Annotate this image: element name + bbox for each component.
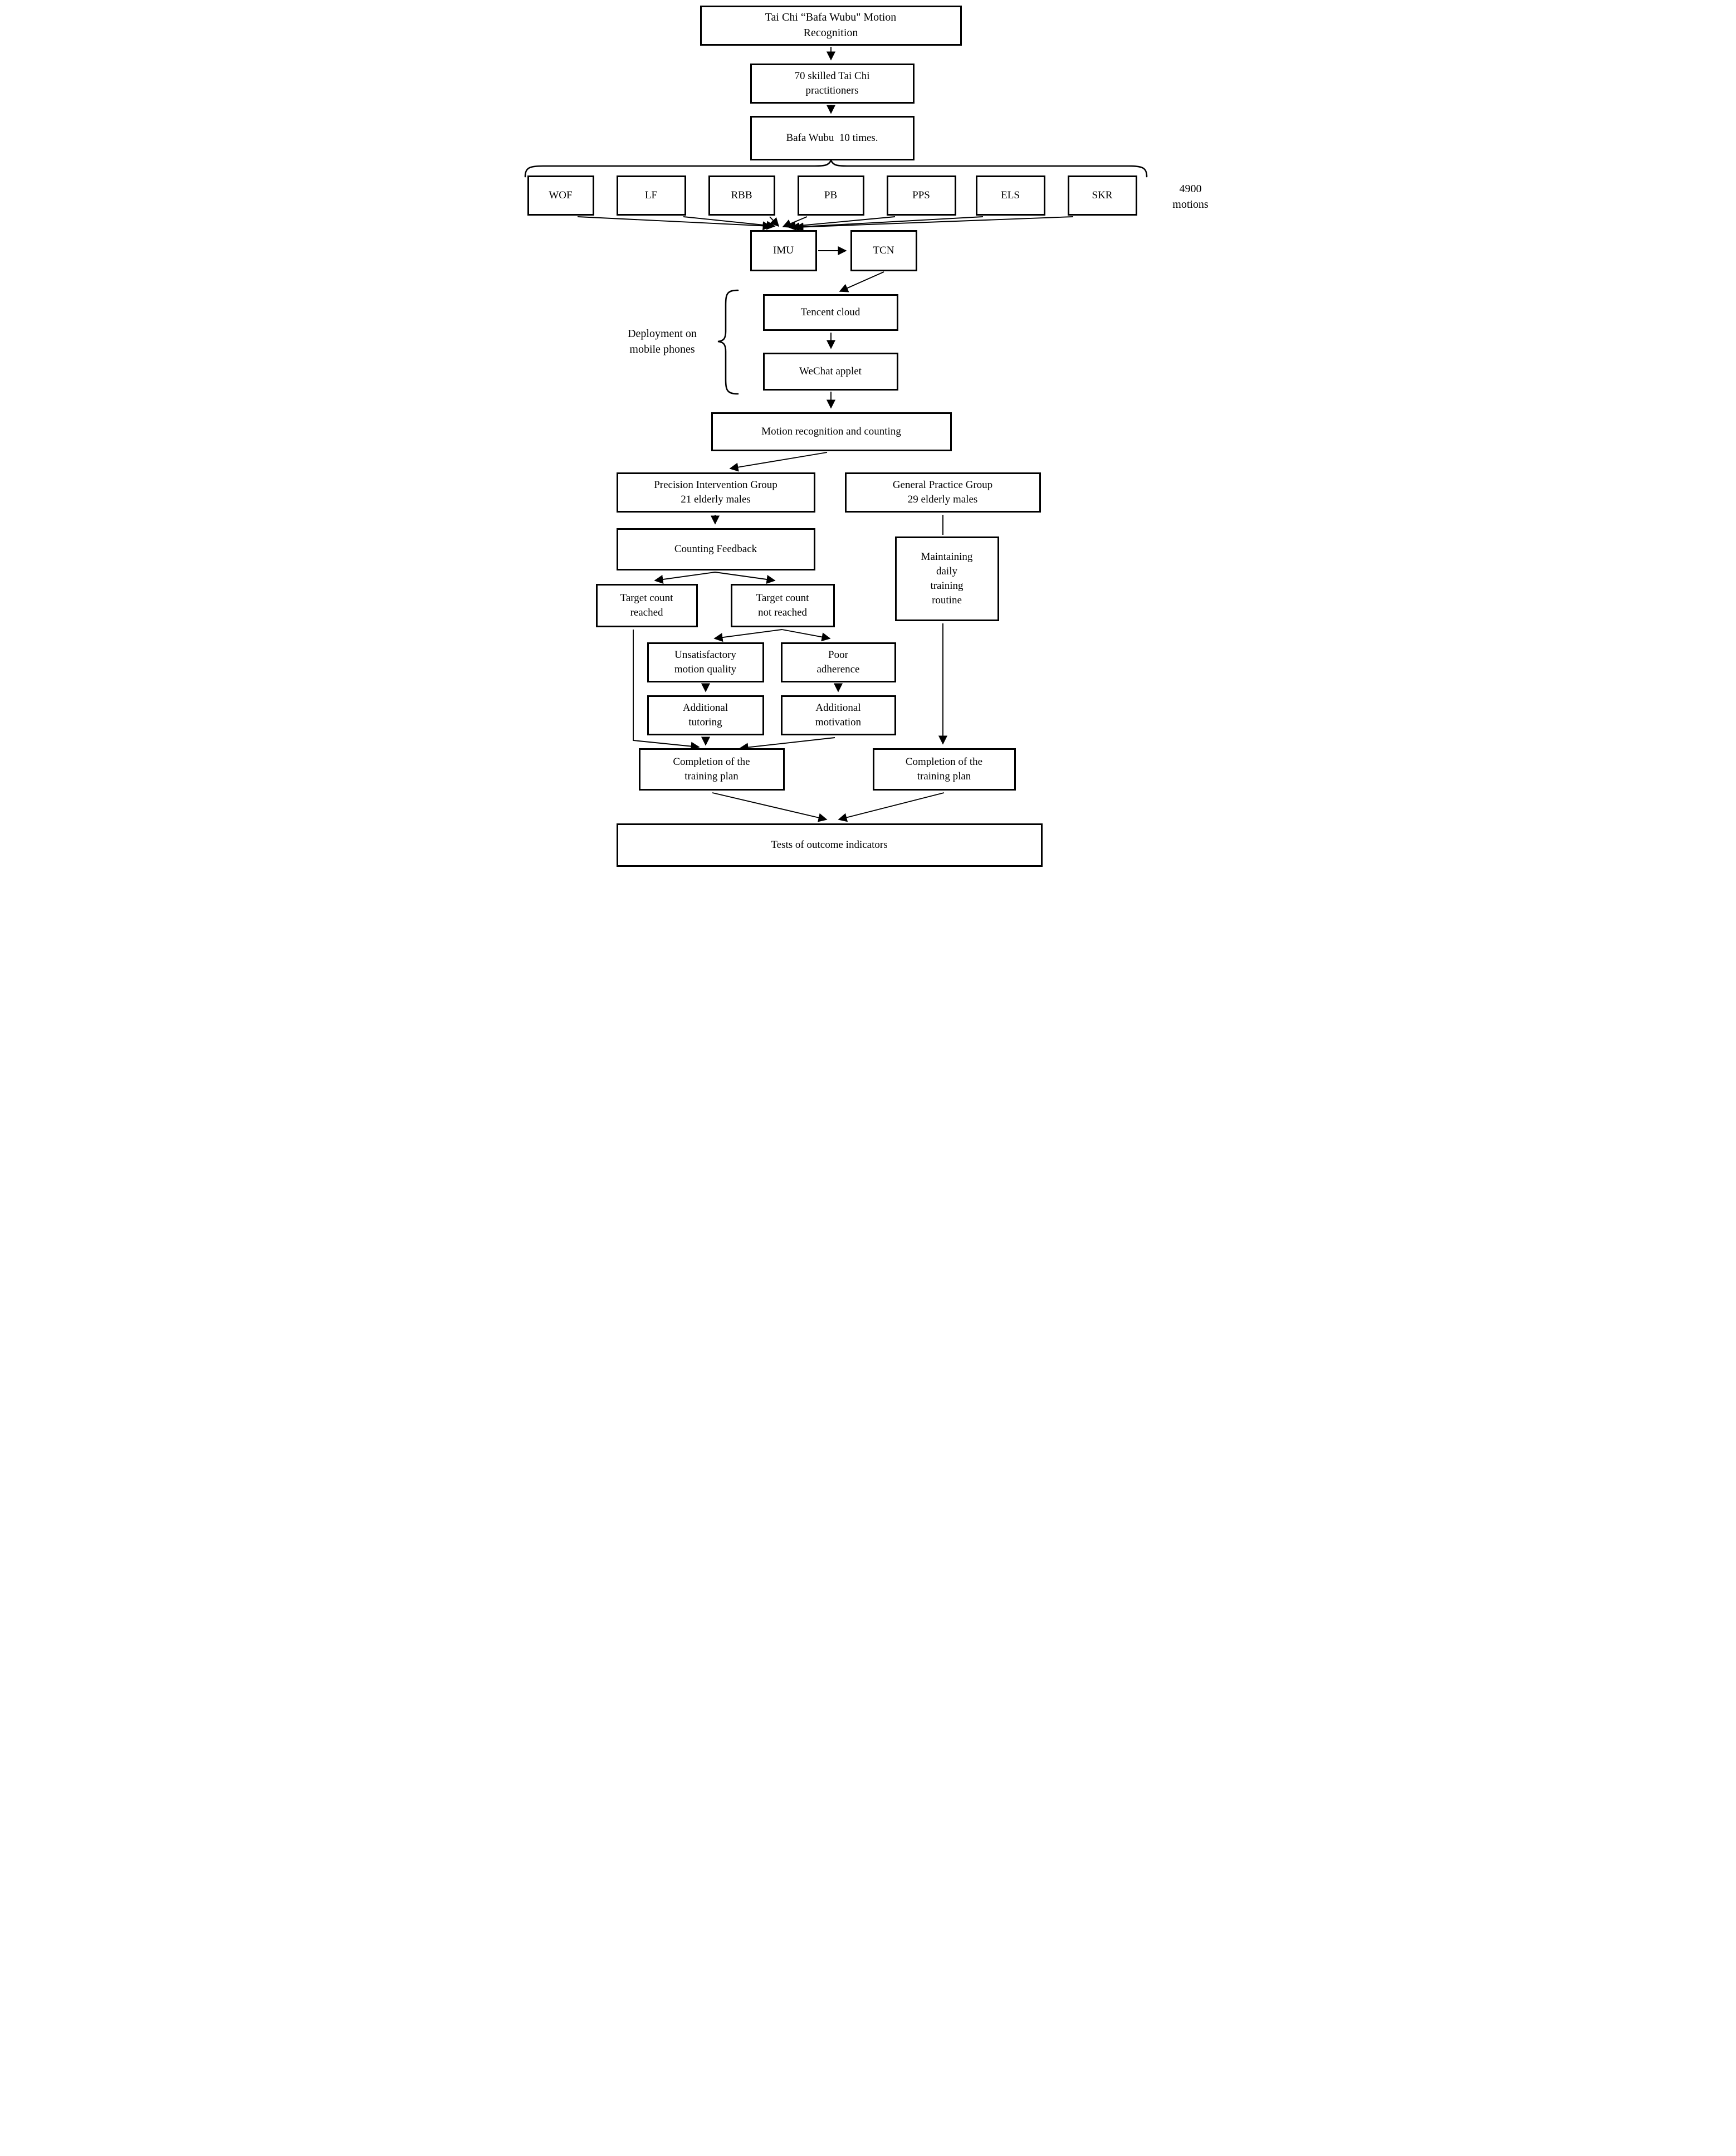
node-tcn: TCN	[850, 230, 917, 271]
arrow-reached-to-completion	[632, 630, 700, 751]
node-motion-pps: PPS	[886, 175, 956, 216]
node-maintaining-routine: Maintaining daily training routine	[894, 536, 999, 621]
arrow-skr-to-imu	[794, 216, 1073, 232]
node-title: Tai Chi “Bafa Wubu" Motion Recognition	[700, 6, 962, 46]
node-imu: IMU	[750, 230, 817, 271]
arrow-wof-to-imu	[577, 216, 772, 231]
node-unsatisfactory-quality: Unsatisfactory motion quality	[647, 642, 764, 682]
node-motion-lf: LF	[616, 175, 686, 216]
node-precision-group: Precision Intervention Group 21 elderly …	[616, 472, 815, 513]
arrow-notreached-to-adherence	[781, 629, 831, 642]
arrow-motivation-to-completion	[739, 737, 835, 752]
node-motion-rbb: RBB	[708, 175, 775, 216]
node-motion-els: ELS	[975, 175, 1045, 216]
node-tencent-cloud: Tencent cloud	[762, 294, 898, 331]
node-bafa-wubu: Bafa Wubu 10 times.	[750, 116, 915, 160]
arrow-lf-to-imu	[683, 216, 776, 230]
node-title-line1: Tai Chi “Bafa Wubu" Motion	[765, 11, 897, 24]
arrow-motion-to-precision	[728, 452, 827, 472]
node-wechat-applet: WeChat applet	[762, 353, 898, 391]
node-practitioners: 70 skilled Tai Chi practitioners	[750, 64, 915, 104]
arrow-els-to-imu	[790, 216, 983, 232]
arrow-tcn-to-tencent	[839, 271, 884, 292]
node-poor-adherence: Poor adherence	[780, 642, 896, 682]
arrow-completionright-to-tests	[837, 792, 944, 822]
node-additional-tutoring: Additional tutoring	[647, 695, 764, 735]
node-general-group: General Practice Group 29 elderly males	[844, 472, 1041, 513]
node-tests-outcome: Tests of outcome indicators	[616, 823, 1043, 867]
arrow-completionleft-to-tests	[712, 792, 828, 822]
connector-layer	[524, 47, 1147, 822]
arrow-feedback-to-notreached	[715, 572, 776, 584]
node-counting-feedback: Counting Feedback	[616, 528, 815, 570]
label-motion-count: 4900 motions	[1172, 183, 1209, 211]
node-target-reached: Target count reached	[595, 584, 698, 627]
node-additional-motivation: Additional motivation	[780, 695, 896, 735]
node-target-not-reached: Target count not reached	[730, 584, 835, 627]
arrow-pps-to-imu	[786, 216, 895, 231]
node-motion-pb: PB	[797, 175, 864, 216]
arrow-notreached-to-quality	[713, 629, 782, 642]
node-motion-wof: WOF	[527, 175, 594, 216]
node-motion-skr: SKR	[1067, 175, 1137, 216]
node-title-line2: Recognition	[803, 27, 858, 39]
deployment-brace	[717, 289, 739, 395]
node-completion-left: Completion of the training plan	[638, 748, 785, 791]
arrow-rbb-to-imu	[769, 216, 779, 227]
arrow-feedback-to-reached	[653, 572, 715, 584]
node-completion-right: Completion of the training plan	[872, 748, 1016, 791]
label-deployment: Deployment on mobile phones	[628, 328, 697, 355]
gather-brace	[524, 159, 1147, 178]
flowchart-figure: Tai Chi “Bafa Wubu" Motion Recognition 7…	[516, 0, 1220, 874]
node-motion-recognition: Motion recognition and counting	[711, 412, 952, 451]
